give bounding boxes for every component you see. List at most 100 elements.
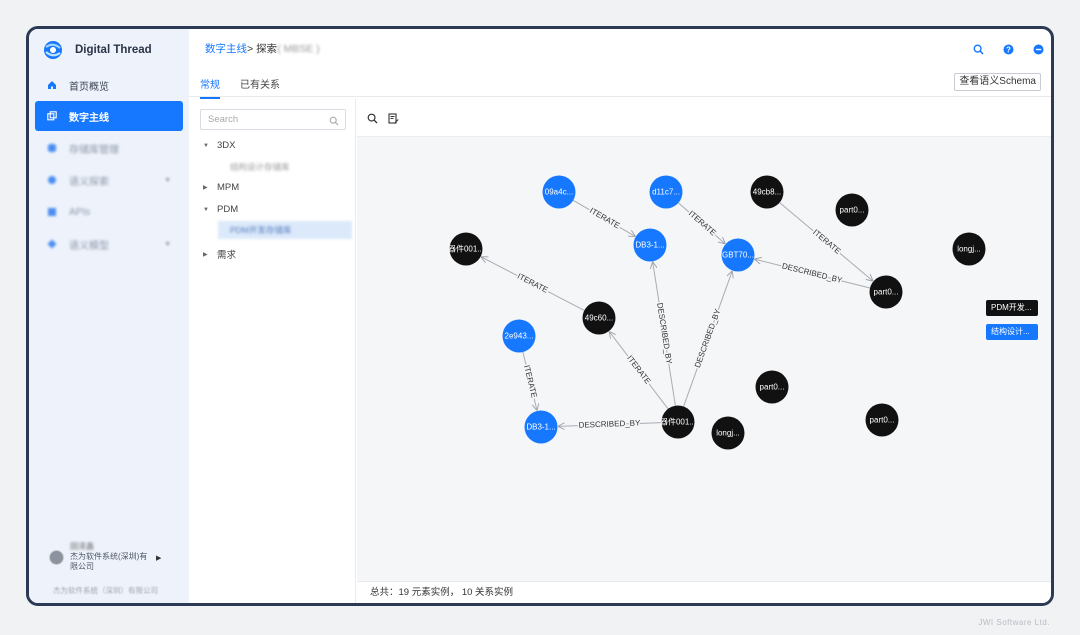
graph-node[interactable]: DB3-1... (524, 410, 558, 444)
search-icon[interactable] (329, 114, 339, 133)
avatar (49, 550, 64, 565)
graph-node[interactable]: 2e943... (502, 319, 536, 353)
graph-edge[interactable] (755, 259, 871, 289)
nav-item-repository[interactable]: 存储库管理 (35, 133, 183, 163)
graph-node[interactable]: part0... (869, 275, 903, 309)
graph-node[interactable]: longj... (711, 416, 745, 450)
tree-child-pdm-repo[interactable]: PDM开发存储库 (218, 221, 352, 239)
edge-label: ITERATE (625, 354, 652, 386)
tab-existing-relations[interactable]: 已有关系 (240, 80, 280, 91)
nav-item-semantic-explore[interactable]: 语义探索 ▼ (35, 165, 183, 195)
graph-node[interactable]: 器件001... (448, 232, 484, 266)
graph-node[interactable]: 49cb8... (750, 175, 784, 209)
tree-child-structure-repo[interactable]: 结构设计存储库 (230, 162, 290, 172)
node-circle[interactable] (835, 193, 869, 227)
caret-down-icon[interactable]: ▼ (203, 142, 209, 149)
node-label: longj... (716, 429, 740, 438)
graph-node[interactable]: 49c60... (582, 301, 616, 335)
graph-node[interactable]: 器件001... (660, 405, 696, 439)
graph-node[interactable]: part0... (865, 403, 899, 437)
header: 数字主线> 探索( MBSE ) ? (189, 29, 1051, 69)
graph-edge[interactable] (653, 262, 676, 406)
graph-edge[interactable] (610, 332, 669, 410)
legend-structure-repo[interactable]: 结构设计... (986, 324, 1038, 340)
breadcrumb-root[interactable]: 数字主线 (205, 43, 247, 55)
node-circle[interactable] (711, 416, 745, 450)
node-circle[interactable] (449, 232, 483, 266)
edit-doc-icon[interactable] (388, 111, 399, 129)
node-circle[interactable] (721, 238, 755, 272)
tree-node-label: PDM (217, 204, 239, 215)
legend-pdm-repo[interactable]: PDM开发... (986, 300, 1038, 316)
graph-edge[interactable] (683, 271, 733, 407)
graph-node[interactable]: longj... (952, 232, 986, 266)
graph-edge[interactable] (678, 202, 724, 244)
search-icon[interactable] (971, 42, 985, 56)
nav-item-apis[interactable]: APIs (35, 197, 183, 227)
user-profile[interactable]: 田泽鑫 杰为软件系统(深圳)有限公司 ▶ (49, 542, 161, 572)
node-label: part0... (874, 288, 899, 297)
node-label: d11c7... (652, 188, 680, 197)
status-bar: 总共：19 元素实例， 10 关系实例 (357, 581, 1051, 603)
node-circle[interactable] (865, 403, 899, 437)
node-circle[interactable] (755, 370, 789, 404)
tree-node-label: 3DX (217, 140, 236, 151)
chevron-right-icon[interactable]: ▶ (156, 555, 162, 562)
caret-right-icon[interactable]: ▶ (203, 251, 208, 258)
caret-right-icon[interactable]: ▶ (203, 185, 208, 191)
node-circle[interactable] (661, 405, 695, 439)
graph-edge[interactable] (779, 202, 873, 281)
graph-node[interactable]: part0... (835, 193, 869, 227)
view-schema-button[interactable]: 查看语义Schema (954, 73, 1041, 91)
graph-node[interactable]: DB3-1... (633, 228, 667, 262)
search-input[interactable]: Search (200, 109, 346, 130)
graph-node[interactable]: 09a4c... (542, 175, 576, 209)
edge-label: ITERATE (516, 272, 550, 295)
tree-node-requirements[interactable]: ▶ 需求 (203, 247, 236, 261)
zoom-search-icon[interactable] (367, 111, 378, 129)
nav-item-semantic-model[interactable]: 语义模型 ▼ (35, 229, 183, 259)
edge-label: DESCRIBED_BY (655, 302, 674, 365)
nav-item-label: 语义模型 (69, 240, 109, 252)
tab-bar: 常规 已有关系 查看语义Schema (189, 71, 1051, 99)
tab-general[interactable]: 常规 (200, 76, 220, 99)
breadcrumb: 数字主线> 探索( MBSE ) (205, 41, 320, 56)
graph-edge[interactable] (482, 257, 585, 311)
nav-item-overview[interactable]: 首页概览 (35, 70, 183, 100)
node-circle[interactable] (524, 410, 558, 444)
nav-item-digital-thread[interactable]: 数字主线 (35, 101, 183, 131)
tree-node-3dx[interactable]: ▼ 3DX (203, 140, 235, 151)
copy-icon (47, 111, 57, 121)
caret-down-icon[interactable]: ▼ (203, 206, 209, 213)
node-label: part0... (840, 206, 865, 215)
edge-label: ITERATE (811, 228, 842, 256)
legend-label: PDM开发... (991, 303, 1032, 312)
node-circle[interactable] (869, 275, 903, 309)
node-circle[interactable] (582, 301, 616, 335)
node-label: 49cb8... (753, 188, 781, 197)
breadcrumb-extra: ( MBSE ) (277, 43, 320, 55)
nav-item-label: APIs (69, 206, 91, 218)
graph-node[interactable]: part0... (755, 370, 789, 404)
node-circle[interactable] (952, 232, 986, 266)
tree-node-pdm[interactable]: ▼ PDM (203, 204, 238, 215)
node-circle[interactable] (633, 228, 667, 262)
node-circle[interactable] (502, 319, 536, 353)
graph-edge[interactable] (558, 422, 662, 427)
watermark: JWI Software Ltd. (978, 618, 1050, 627)
brand: Digital Thread (43, 40, 152, 60)
node-circle[interactable] (750, 175, 784, 209)
graph-node[interactable]: d11c7... (649, 175, 683, 209)
node-circle[interactable] (542, 175, 576, 209)
tree-node-mpm[interactable]: ▶ MPM (203, 182, 239, 193)
node-circle[interactable] (649, 175, 683, 209)
graph-node[interactable]: GBT70... (721, 238, 755, 272)
graph-edge[interactable] (522, 351, 537, 410)
help-icon[interactable]: ? (1001, 42, 1015, 56)
graph-edge[interactable] (573, 199, 635, 236)
minus-circle-icon[interactable] (1031, 42, 1045, 56)
edge-label: DESCRIBED_BY (781, 261, 844, 285)
